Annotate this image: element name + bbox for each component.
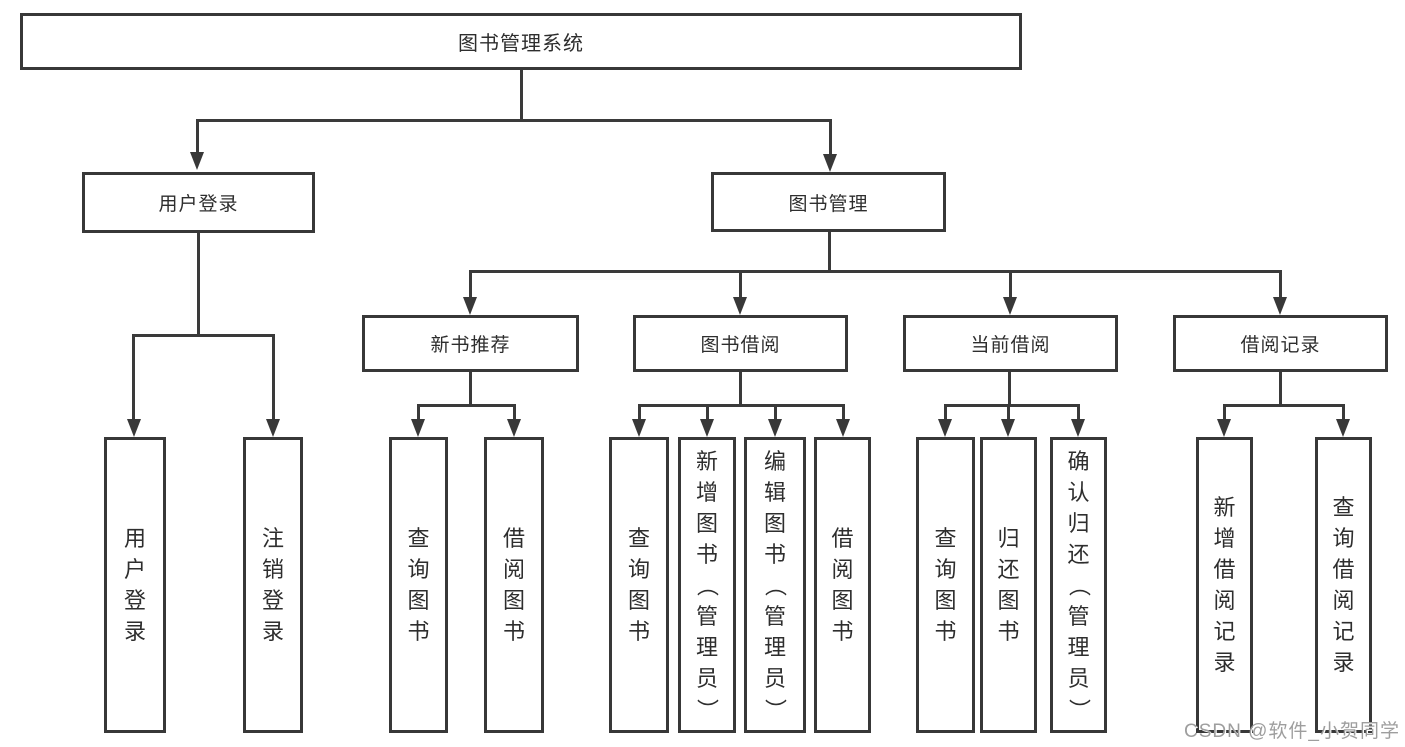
connector-line — [739, 372, 742, 407]
connector-line — [706, 404, 709, 420]
arrowhead-down-icon — [1217, 419, 1231, 437]
connector-line — [469, 372, 472, 407]
connector-line — [828, 232, 831, 272]
arrowhead-down-icon — [632, 419, 646, 437]
leaf-query-books-current: 查询图书 — [916, 437, 975, 733]
leaf-edit-books-admin-label: 编辑图书（管理员） — [762, 448, 788, 721]
arrowhead-down-icon — [938, 419, 952, 437]
leaf-add-borrow-record: 新增借阅记录 — [1196, 437, 1253, 733]
connector-line — [1008, 372, 1011, 407]
arrowhead-down-icon — [411, 419, 425, 437]
node-borrow-records: 借阅记录 — [1173, 315, 1388, 372]
node-new-book-recommend-label: 新书推荐 — [430, 335, 511, 356]
connector-line — [132, 334, 135, 420]
arrowhead-down-icon — [1001, 419, 1015, 437]
leaf-query-books-current-label: 查询图书 — [934, 526, 957, 644]
leaf-borrow-books: 借阅图书 — [814, 437, 871, 733]
arrowhead-down-icon — [1071, 419, 1085, 437]
arrowhead-down-icon — [507, 419, 521, 437]
connector-line — [196, 119, 832, 122]
node-current-borrow: 当前借阅 — [903, 315, 1118, 372]
connector-line — [944, 404, 1079, 407]
node-current-borrow-label: 当前借阅 — [970, 335, 1051, 356]
leaf-query-books-borrow: 查询图书 — [609, 437, 669, 733]
leaf-return-books: 归还图书 — [980, 437, 1037, 733]
connector-line — [842, 404, 845, 420]
node-borrow-records-label: 借阅记录 — [1240, 335, 1321, 356]
leaf-confirm-return-admin-label: 确认归还（管理员） — [1066, 448, 1091, 721]
leaf-add-books-admin: 新增图书（管理员） — [678, 437, 736, 733]
arrowhead-down-icon — [190, 152, 204, 170]
arrowhead-down-icon — [823, 154, 837, 172]
connector-line — [638, 404, 845, 407]
leaf-edit-books-admin: 编辑图书（管理员） — [744, 437, 806, 733]
connector-line — [774, 404, 777, 420]
connector-line — [417, 404, 420, 420]
leaf-query-books-recommend-label: 查询图书 — [407, 526, 430, 644]
node-root-label: 图书管理系统 — [458, 33, 584, 55]
leaf-add-borrow-record-label: 新增借阅记录 — [1213, 495, 1236, 675]
connector-line — [1279, 270, 1282, 298]
leaf-query-books-recommend: 查询图书 — [389, 437, 448, 733]
arrowhead-down-icon — [127, 419, 141, 437]
connector-line — [513, 404, 516, 420]
arrowhead-down-icon — [700, 419, 714, 437]
leaf-query-books-borrow-label: 查询图书 — [627, 526, 650, 644]
connector-line — [272, 334, 275, 420]
node-book-borrow-label: 图书借阅 — [700, 335, 781, 356]
connector-line — [1009, 270, 1012, 298]
arrowhead-down-icon — [266, 419, 280, 437]
connector-line — [1223, 404, 1226, 420]
node-book-borrow: 图书借阅 — [633, 315, 848, 372]
connector-line — [469, 270, 472, 298]
leaf-logout-label: 注销登录 — [261, 526, 284, 644]
watermark: CSDN @软件_小贺同学 — [1184, 721, 1400, 742]
leaf-return-books-label: 归还图书 — [997, 526, 1020, 644]
leaf-logout: 注销登录 — [243, 437, 303, 733]
connector-line — [469, 270, 1282, 273]
node-new-book-recommend: 新书推荐 — [362, 315, 579, 372]
connector-line — [197, 233, 200, 336]
connector-line — [944, 404, 947, 420]
connector-line — [1223, 404, 1345, 407]
arrowhead-down-icon — [768, 419, 782, 437]
node-book-management-label: 图书管理 — [788, 193, 869, 215]
leaf-confirm-return-admin: 确认归还（管理员） — [1050, 437, 1107, 733]
node-book-management: 图书管理 — [711, 172, 946, 232]
node-user-login: 用户登录 — [82, 172, 315, 233]
connector-line — [1279, 372, 1282, 407]
leaf-user-login-label: 用户登录 — [123, 526, 146, 644]
leaf-query-borrow-record-label: 查询借阅记录 — [1332, 495, 1355, 675]
arrowhead-down-icon — [733, 297, 747, 315]
connector-line — [520, 70, 523, 122]
leaf-borrow-books-label: 借阅图书 — [831, 526, 854, 644]
connector-line — [196, 119, 199, 154]
arrowhead-down-icon — [1273, 297, 1287, 315]
leaf-borrow-books-recommend-label: 借阅图书 — [502, 526, 525, 644]
connector-line — [1342, 404, 1345, 420]
connector-line — [829, 119, 832, 154]
arrowhead-down-icon — [836, 419, 850, 437]
connector-line — [417, 404, 516, 407]
connector-line — [1077, 404, 1080, 420]
arrowhead-down-icon — [1003, 297, 1017, 315]
connector-line — [132, 334, 275, 337]
connector-line — [1007, 404, 1010, 420]
leaf-borrow-books-recommend: 借阅图书 — [484, 437, 544, 733]
arrowhead-down-icon — [463, 297, 477, 315]
arrowhead-down-icon — [1336, 419, 1350, 437]
connector-line — [638, 404, 641, 420]
connector-line — [739, 270, 742, 298]
leaf-user-login: 用户登录 — [104, 437, 166, 733]
leaf-add-books-admin-label: 新增图书（管理员） — [694, 448, 720, 721]
node-root: 图书管理系统 — [20, 13, 1022, 70]
node-user-login-label: 用户登录 — [158, 194, 239, 215]
leaf-query-borrow-record: 查询借阅记录 — [1315, 437, 1372, 733]
